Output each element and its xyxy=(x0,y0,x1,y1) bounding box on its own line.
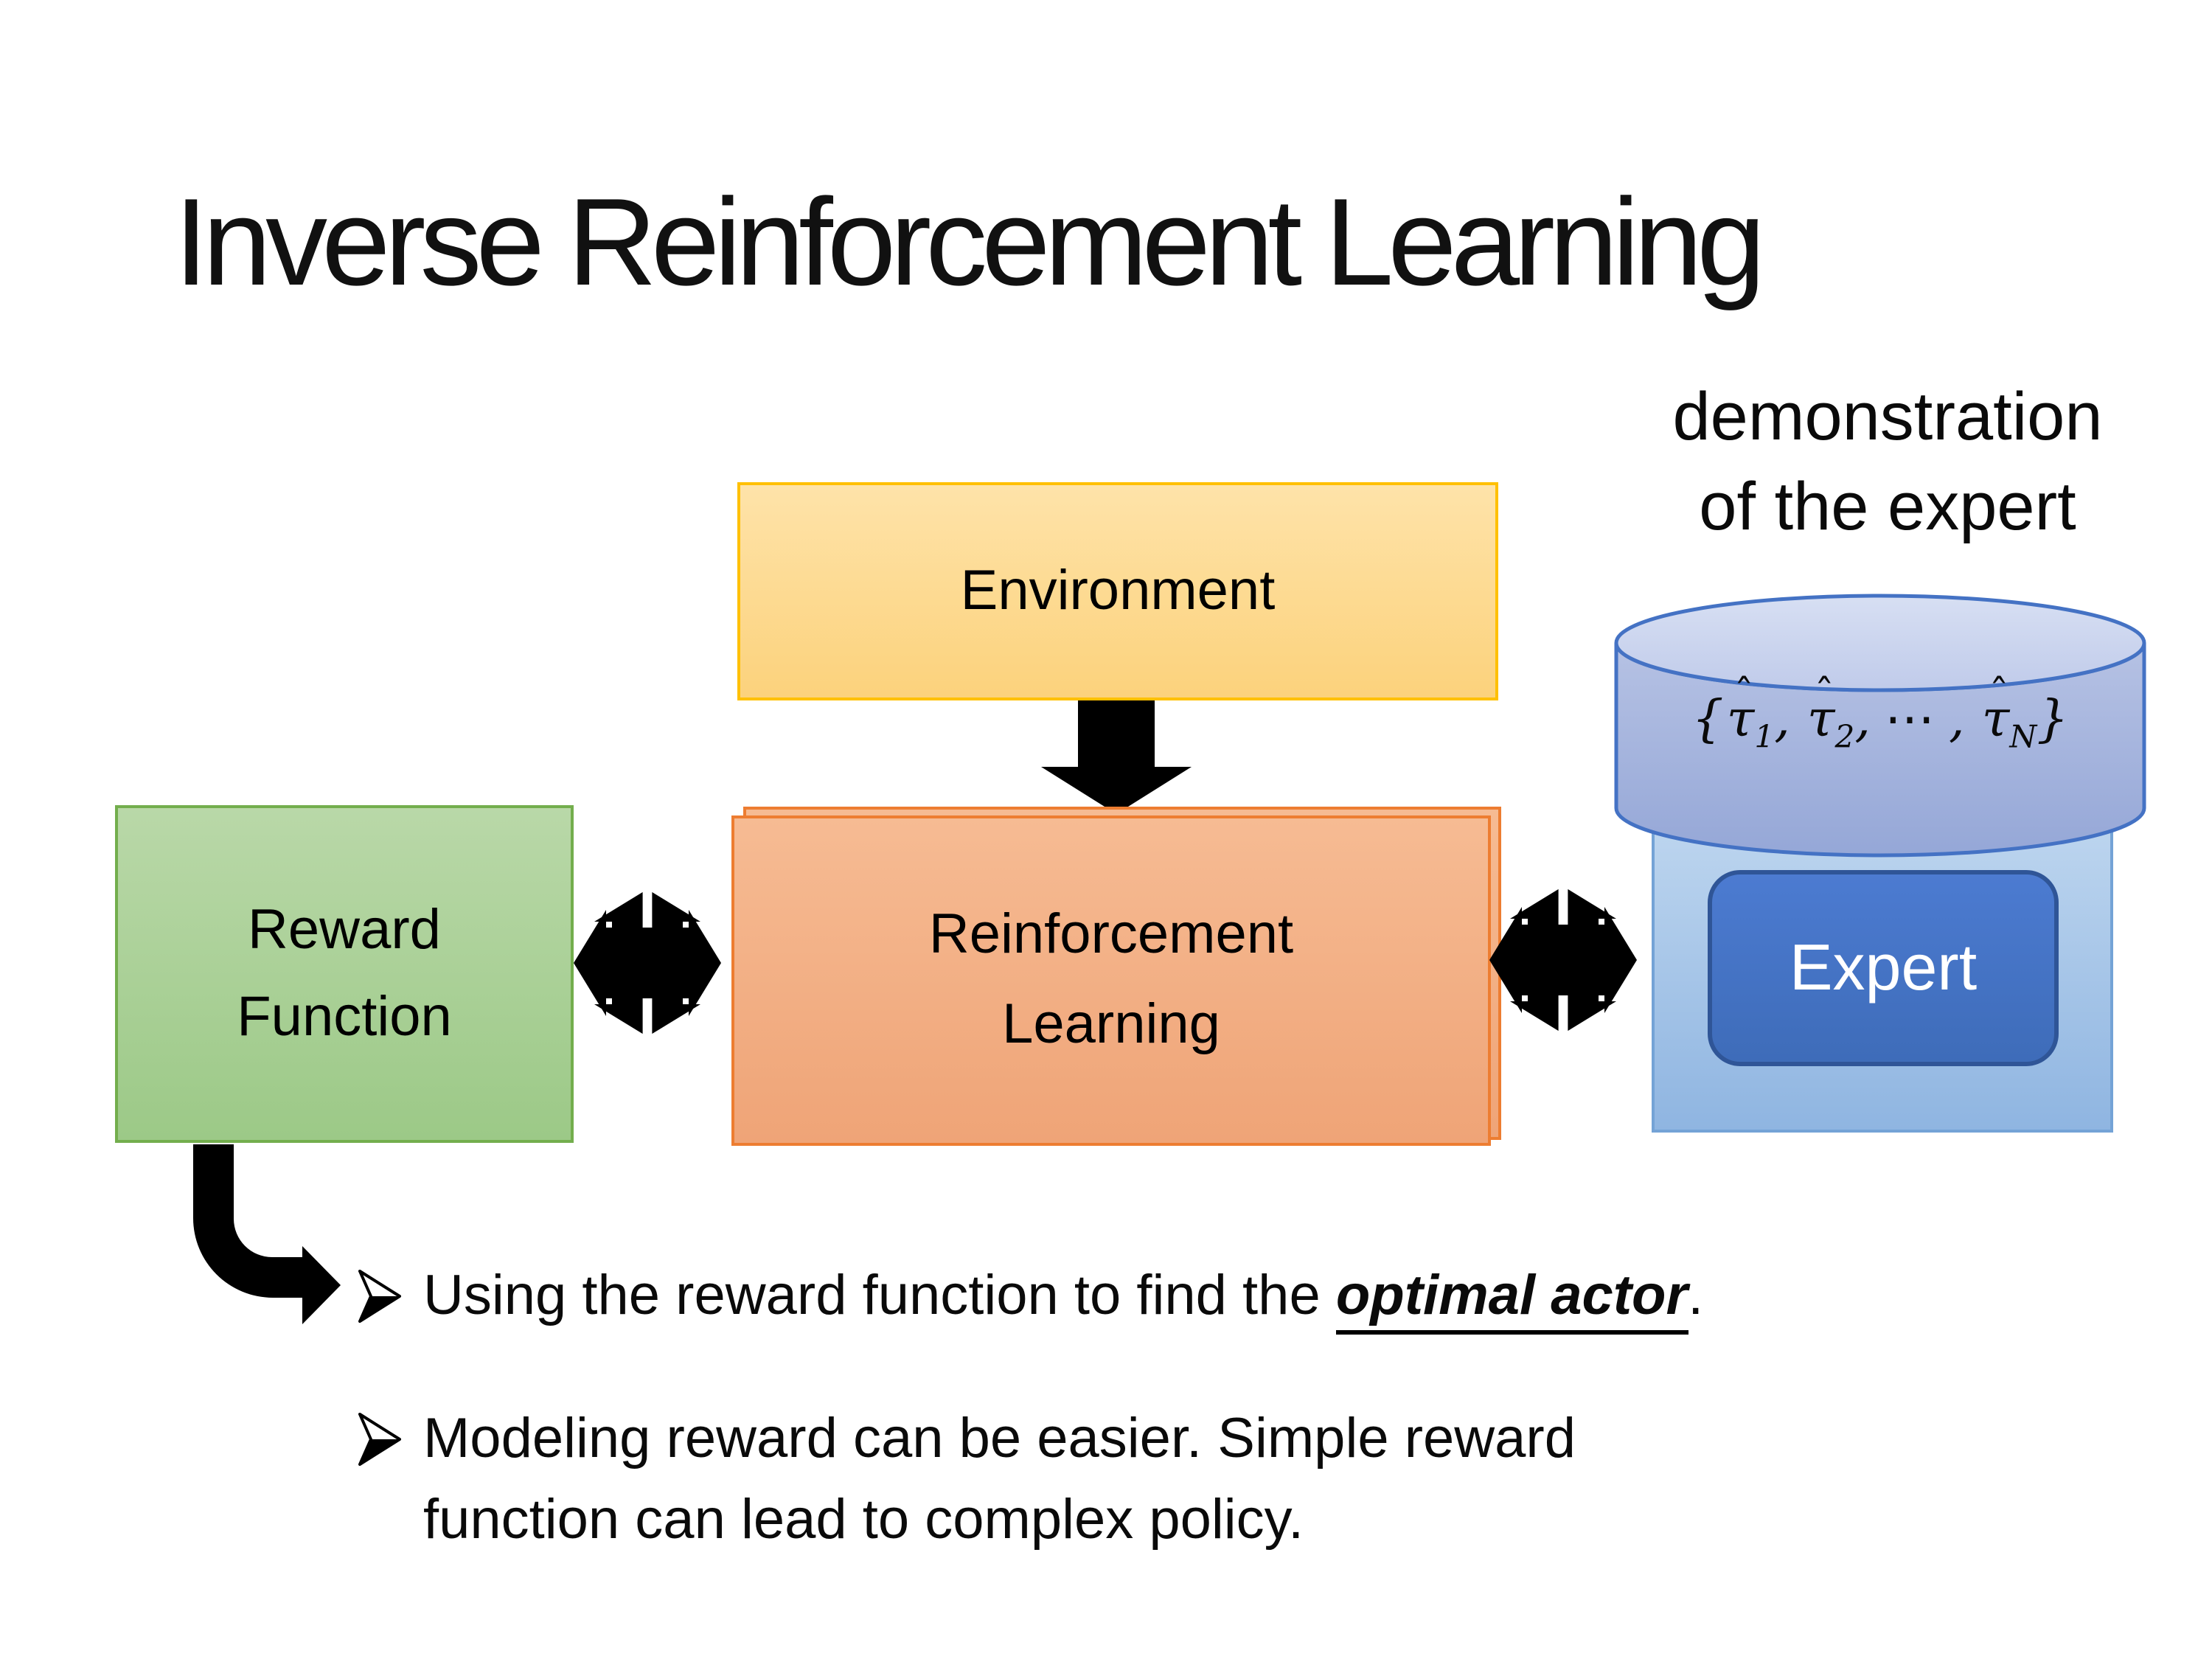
reward-label-line1: Reward xyxy=(248,899,441,961)
bullet-list: Using the reward function to find the op… xyxy=(358,1256,2135,1562)
down-arrow-icon xyxy=(1041,700,1192,814)
bullet-item-1: Using the reward function to find the op… xyxy=(358,1256,2135,1338)
reward-label-line2: Function xyxy=(237,986,452,1048)
hat-accent: ˆ xyxy=(1733,672,1754,717)
exchange-arrow-right-icon xyxy=(1489,886,1637,1034)
hat-accent: ˆ xyxy=(1814,672,1834,717)
environment-box: Environment xyxy=(737,482,1498,700)
demonstration-database-cylinder xyxy=(1614,594,2146,858)
arrowhead-bullet-icon xyxy=(358,1270,401,1323)
demonstration-label-line2: of the expert xyxy=(1699,467,2076,544)
reward-function-box: Reward Function xyxy=(115,805,574,1143)
demonstration-label-line1: demonstration xyxy=(1672,378,2103,454)
ellipsis: ⋯ xyxy=(1885,690,1935,749)
formula-close-brace: } xyxy=(2037,690,2069,749)
environment-label: Environment xyxy=(960,560,1276,622)
bullet-text-1: Using the reward function to find the op… xyxy=(423,1256,1703,1338)
rl-label-line1: Reinforcement xyxy=(928,904,1294,967)
formula-open-brace: { xyxy=(1691,690,1724,749)
exchange-arrow-left-icon xyxy=(574,889,721,1037)
hat-accent: ˆ xyxy=(1989,672,2009,717)
expert-box: Expert xyxy=(1708,870,2059,1066)
optimal-actor-emphasis: optimal actor xyxy=(1335,1265,1688,1335)
arrowhead-bullet-icon xyxy=(358,1413,401,1467)
reinforcement-learning-box: Reinforcement Learning xyxy=(731,815,1491,1146)
expert-label: Expert xyxy=(1789,931,1978,1004)
page-title: Inverse Reinforcement Learning xyxy=(174,173,1766,311)
bullet-item-2: Modeling reward can be easier. Simple re… xyxy=(358,1399,2135,1562)
bullet-text-2: Modeling reward can be easier. Simple re… xyxy=(423,1408,1576,1552)
demonstration-label: demonstration of the expert xyxy=(1585,372,2190,551)
elbow-arrow-icon xyxy=(193,1144,341,1324)
rl-label-line2: Learning xyxy=(1002,994,1220,1056)
